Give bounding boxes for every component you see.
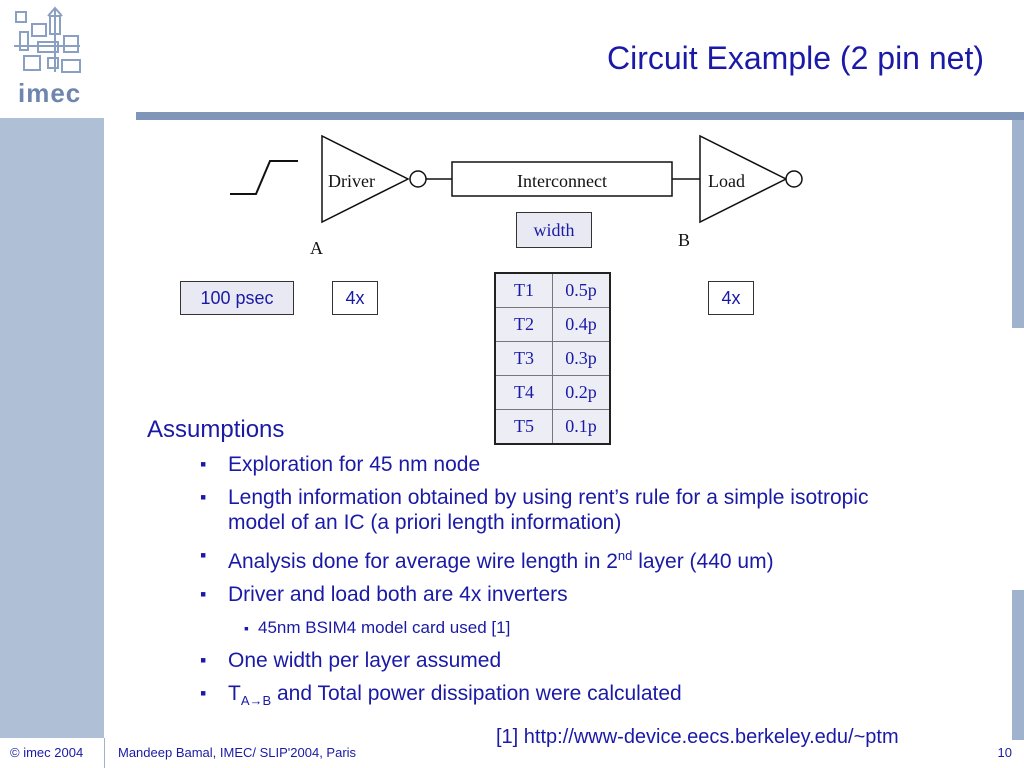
input-step-waveform: [230, 160, 298, 195]
slide-title: Circuit Example (2 pin net): [606, 40, 984, 76]
footer-copyright: © imec 2004: [10, 745, 84, 760]
footer: © imec 2004 Mandeep Bamal, IMEC/ SLIP'20…: [0, 738, 1024, 768]
table-row: T5 0.1p: [494, 409, 611, 445]
width-box: width: [516, 212, 592, 248]
node-b-label: B: [678, 230, 690, 250]
driver-output-bubble: [409, 170, 427, 188]
list-item: Driver and load both are 4x inverters: [200, 582, 928, 607]
list-item-text: Analysis done for average wire length in…: [228, 550, 618, 573]
table-cell-name: T2: [494, 307, 553, 342]
load-inverter: [699, 134, 788, 224]
assumptions-heading: Assumptions: [147, 416, 285, 443]
table-cell-name: T3: [494, 341, 553, 376]
list-item: TA→B and Total power dissipation were ca…: [200, 681, 928, 713]
list-item: Exploration for 45 nm node: [200, 452, 928, 477]
list-item: Analysis done for average wire length in…: [200, 543, 928, 574]
circuit-diagram: Driver Interconnect Load A B: [230, 134, 803, 258]
interconnect-label: Interconnect: [517, 171, 607, 191]
table-row: T1 0.5p: [494, 272, 611, 308]
driver-size-box: 4x: [332, 281, 378, 315]
reference-note: [1] http://www-device.eecs.berkeley.edu/…: [496, 726, 899, 748]
list-item-text: layer (440 um): [632, 550, 774, 573]
subscript: A→B: [240, 693, 272, 709]
list-item: One width per layer assumed: [200, 648, 928, 673]
table-cell-name: T5: [494, 409, 553, 445]
list-item-text: and Total power dissipation were calcula…: [271, 682, 682, 705]
table-cell-name: T1: [494, 272, 553, 308]
driver-inverter: [321, 134, 410, 224]
imec-logo-icon: [14, 6, 81, 73]
table-cell-value: 0.2p: [552, 375, 611, 410]
load-label: Load: [708, 171, 745, 191]
input-rise-time-box: 100 psec: [180, 281, 294, 315]
page-number: 10: [997, 745, 1012, 760]
list-item-text: T: [228, 682, 241, 705]
timing-table: T1 0.5p T2 0.4p T3 0.3p T4 0.2p T5 0.1p: [494, 272, 611, 445]
left-sidebar-band: [0, 118, 104, 738]
table-row: T4 0.2p: [494, 375, 611, 410]
table-cell-value: 0.5p: [552, 272, 611, 308]
node-a-label: A: [310, 238, 323, 258]
imec-logo-text: imec: [18, 78, 82, 108]
assumptions-list: Exploration for 45 nm node Length inform…: [200, 452, 958, 721]
table-cell-name: T4: [494, 375, 553, 410]
table-cell-value: 0.4p: [552, 307, 611, 342]
table-row: T2 0.4p: [494, 307, 611, 342]
header-rule: [136, 112, 1024, 120]
right-accent-strip-lower: [1012, 590, 1024, 740]
load-output-bubble: [785, 170, 803, 188]
table-row: T3 0.3p: [494, 341, 611, 376]
footer-divider: [104, 738, 105, 768]
superscript: nd: [617, 548, 633, 563]
load-size-box: 4x: [708, 281, 754, 315]
table-cell-value: 0.1p: [552, 409, 611, 445]
right-accent-strip: [1012, 118, 1024, 328]
driver-label: Driver: [328, 171, 375, 191]
table-cell-value: 0.3p: [552, 341, 611, 376]
list-sub-item: 45nm BSIM4 model card used [1]: [200, 615, 958, 641]
footer-author: Mandeep Bamal, IMEC/ SLIP'2004, Paris: [118, 745, 357, 760]
list-item: Length information obtained by using ren…: [200, 485, 928, 535]
